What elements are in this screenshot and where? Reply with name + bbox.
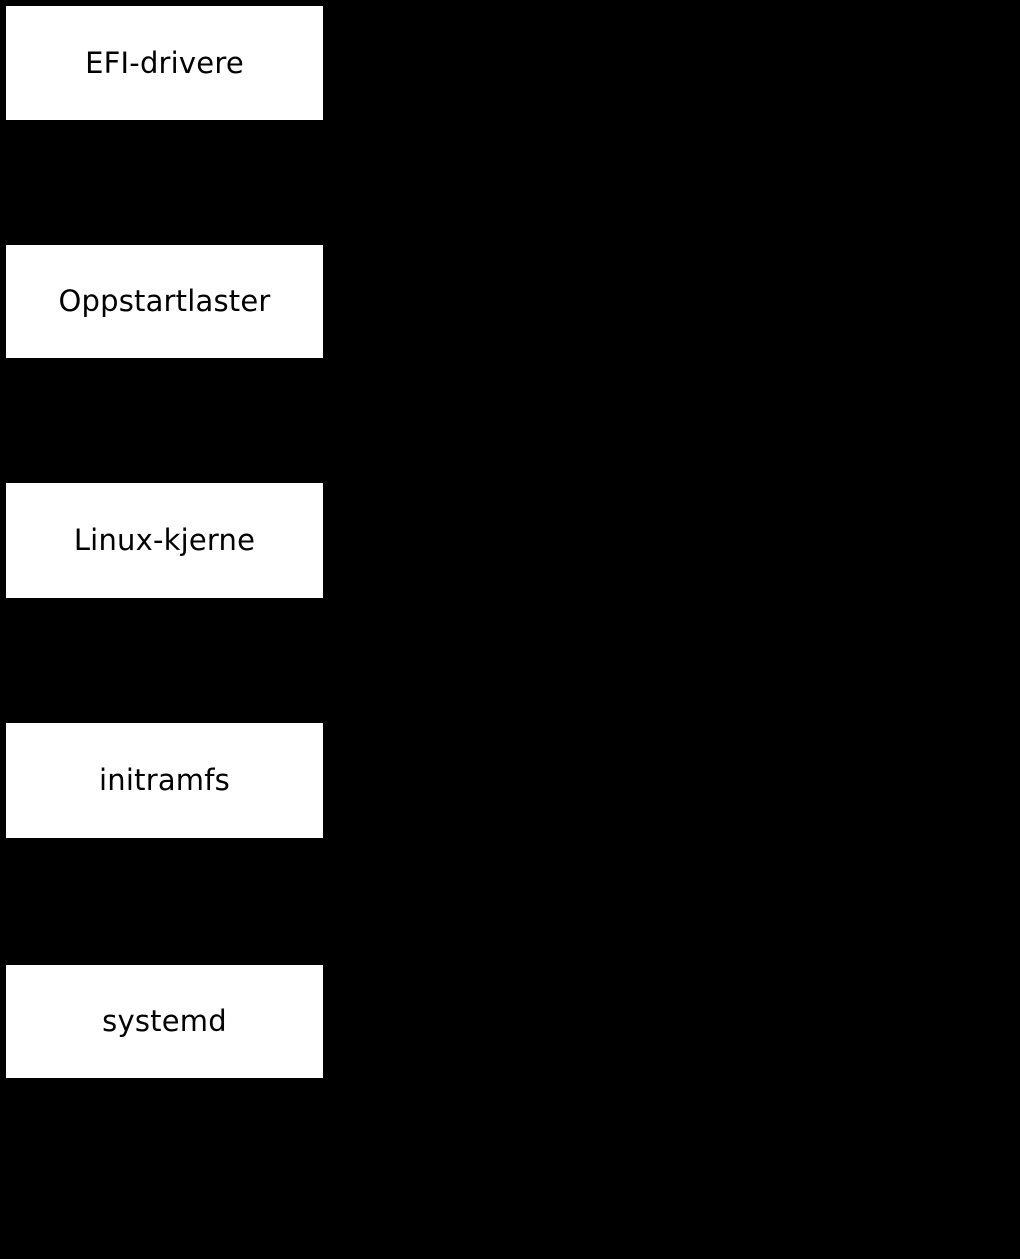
stage-label-oppstartlaster: Oppstartlaster	[58, 284, 271, 318]
stage-label-linux-kjerne: Linux-kjerne	[73, 523, 256, 557]
stage-box-linux-kjerne[interactable]: Linux-kjerne	[6, 483, 323, 598]
stage-box-efi-drivere[interactable]: EFI-drivere	[6, 6, 323, 120]
stage-label-efi-drivere: EFI-drivere	[85, 45, 244, 80]
stage-box-initramfs[interactable]: initramfs	[6, 723, 323, 838]
stage-label-systemd: systemd	[102, 1004, 227, 1038]
stage-box-systemd[interactable]: systemd	[6, 965, 323, 1078]
stage-label-initramfs: initramfs	[99, 763, 230, 797]
stage-box-oppstartlaster[interactable]: Oppstartlaster	[6, 245, 323, 358]
